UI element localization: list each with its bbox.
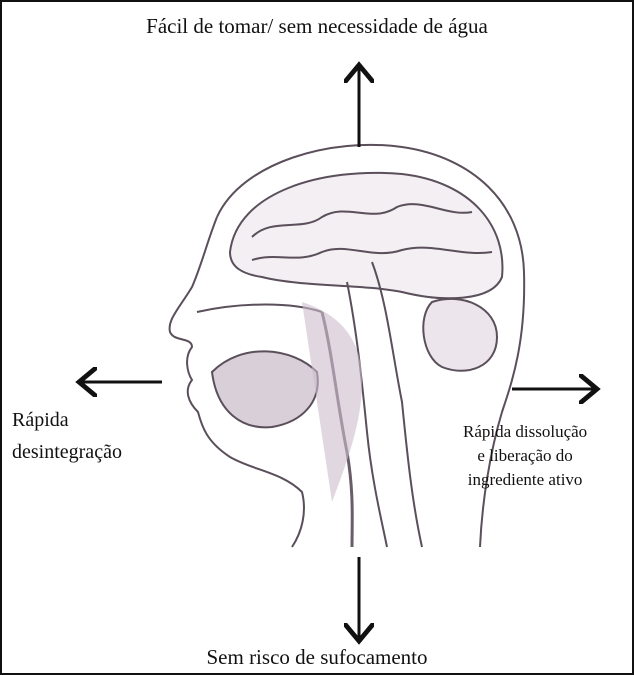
label-rapid-dissolution: Rápida dissolução e liberação do ingredi… [463,420,587,492]
face-profile [168,216,305,548]
cerebellum [422,297,499,372]
brain-outline [228,171,504,300]
label-line: desintegração [12,441,122,463]
label-line: ingrediente ativo [467,470,583,489]
head-sagittal-sketch [168,143,526,548]
label-no-choking-risk: Sem risco de sufocamento [206,645,428,669]
tongue [210,350,319,429]
label-line: e liberação do [477,446,573,465]
arrows [82,68,594,638]
label-easy-to-take: Fácil de tomar/ sem necessidade de água [146,14,488,38]
label-line: Rápida [12,409,69,431]
label-line: Rápida dissolução [463,422,588,441]
label-rapid-disintegration: Rápida desintegração [12,404,122,468]
brainstem [371,261,423,548]
head-outline [216,143,526,548]
